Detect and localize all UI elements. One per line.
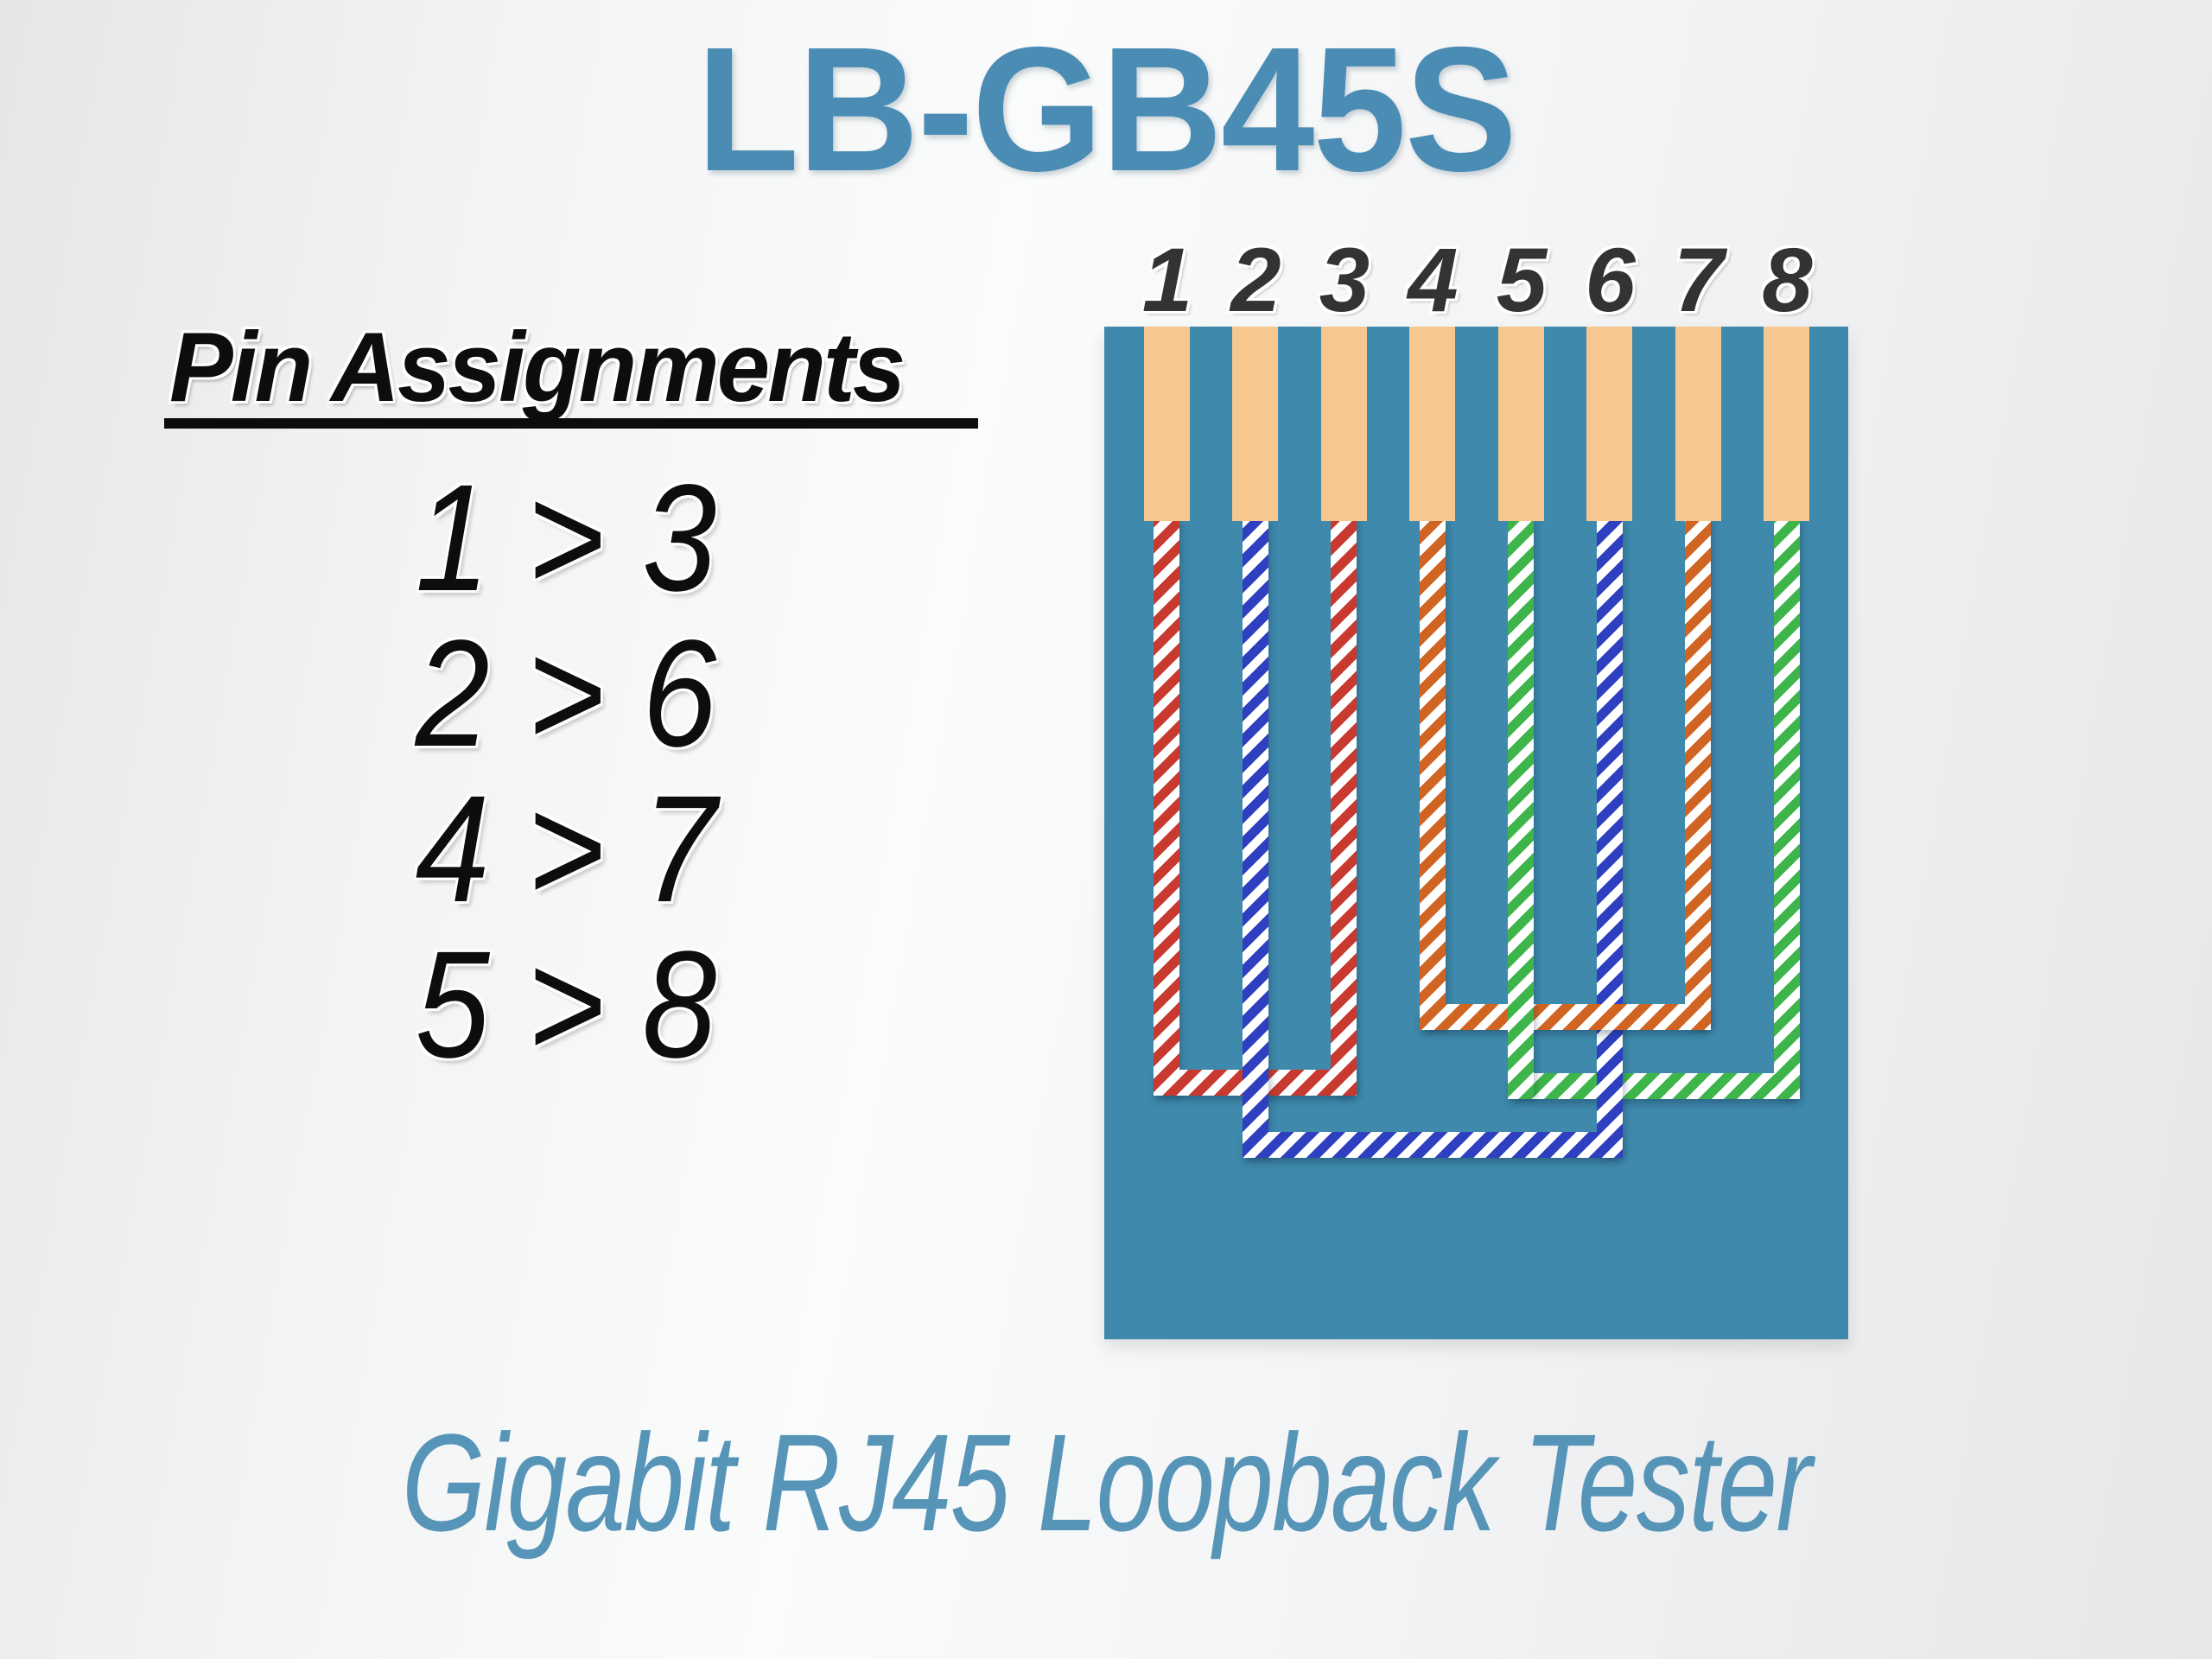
wire-4-7-right-segment xyxy=(1685,516,1711,1030)
wire-5-8-left-segment xyxy=(1508,516,1534,1099)
pin-number-1: 1 xyxy=(1141,230,1192,331)
heading-underline xyxy=(164,418,978,429)
pin-number-5: 5 xyxy=(1496,230,1547,331)
connector-pin-8 xyxy=(1764,327,1809,521)
pin-assignment-row: 2 > 6 xyxy=(415,609,717,779)
pin-assignments-heading: Pin Assignments xyxy=(169,313,906,423)
pin-assignment-row: 4 > 7 xyxy=(415,765,717,934)
pin-number-2: 2 xyxy=(1230,230,1281,331)
rj45-connector-panel xyxy=(1104,327,1848,1339)
connector-pin-6 xyxy=(1586,327,1632,521)
pin-number-4: 4 xyxy=(1408,230,1458,331)
product-title: LB-GB45S xyxy=(696,10,1517,208)
product-tagline-row: Gigabit RJ45 Loopback Tester xyxy=(0,1414,2212,1552)
product-tagline: Gigabit RJ45 Loopback Tester xyxy=(401,1405,1812,1560)
wire-4-7-left-segment xyxy=(1419,516,1446,1030)
pin-number-7: 7 xyxy=(1673,230,1724,331)
connector-pin-4 xyxy=(1409,327,1455,521)
wire-2-6-left-segment xyxy=(1242,516,1268,1158)
connector-pin-5 xyxy=(1497,327,1544,521)
pin-assignment-row: 1 > 3 xyxy=(415,454,717,623)
connector-pin-2 xyxy=(1232,327,1278,521)
pin-assignment-row: 5 > 8 xyxy=(415,920,717,1090)
wire-1-3-right-segment xyxy=(1331,516,1357,1096)
wire-4-7-bottom-segment xyxy=(1419,1004,1711,1030)
wire-5-8-bottom-segment xyxy=(1508,1073,1800,1099)
connector-pin-1 xyxy=(1143,327,1190,521)
wire-5-8-right-segment xyxy=(1773,516,1800,1099)
pin-number-3: 3 xyxy=(1319,230,1370,331)
connector-pin-7 xyxy=(1675,327,1721,521)
pin-number-6: 6 xyxy=(1585,230,1635,331)
wire-2-6-bottom-segment xyxy=(1242,1132,1623,1158)
wire-2-6-right-segment xyxy=(1596,516,1623,1158)
wire-1-3-left-segment xyxy=(1154,516,1179,1096)
connector-pin-3 xyxy=(1320,327,1367,521)
pin-number-8: 8 xyxy=(1762,230,1812,331)
